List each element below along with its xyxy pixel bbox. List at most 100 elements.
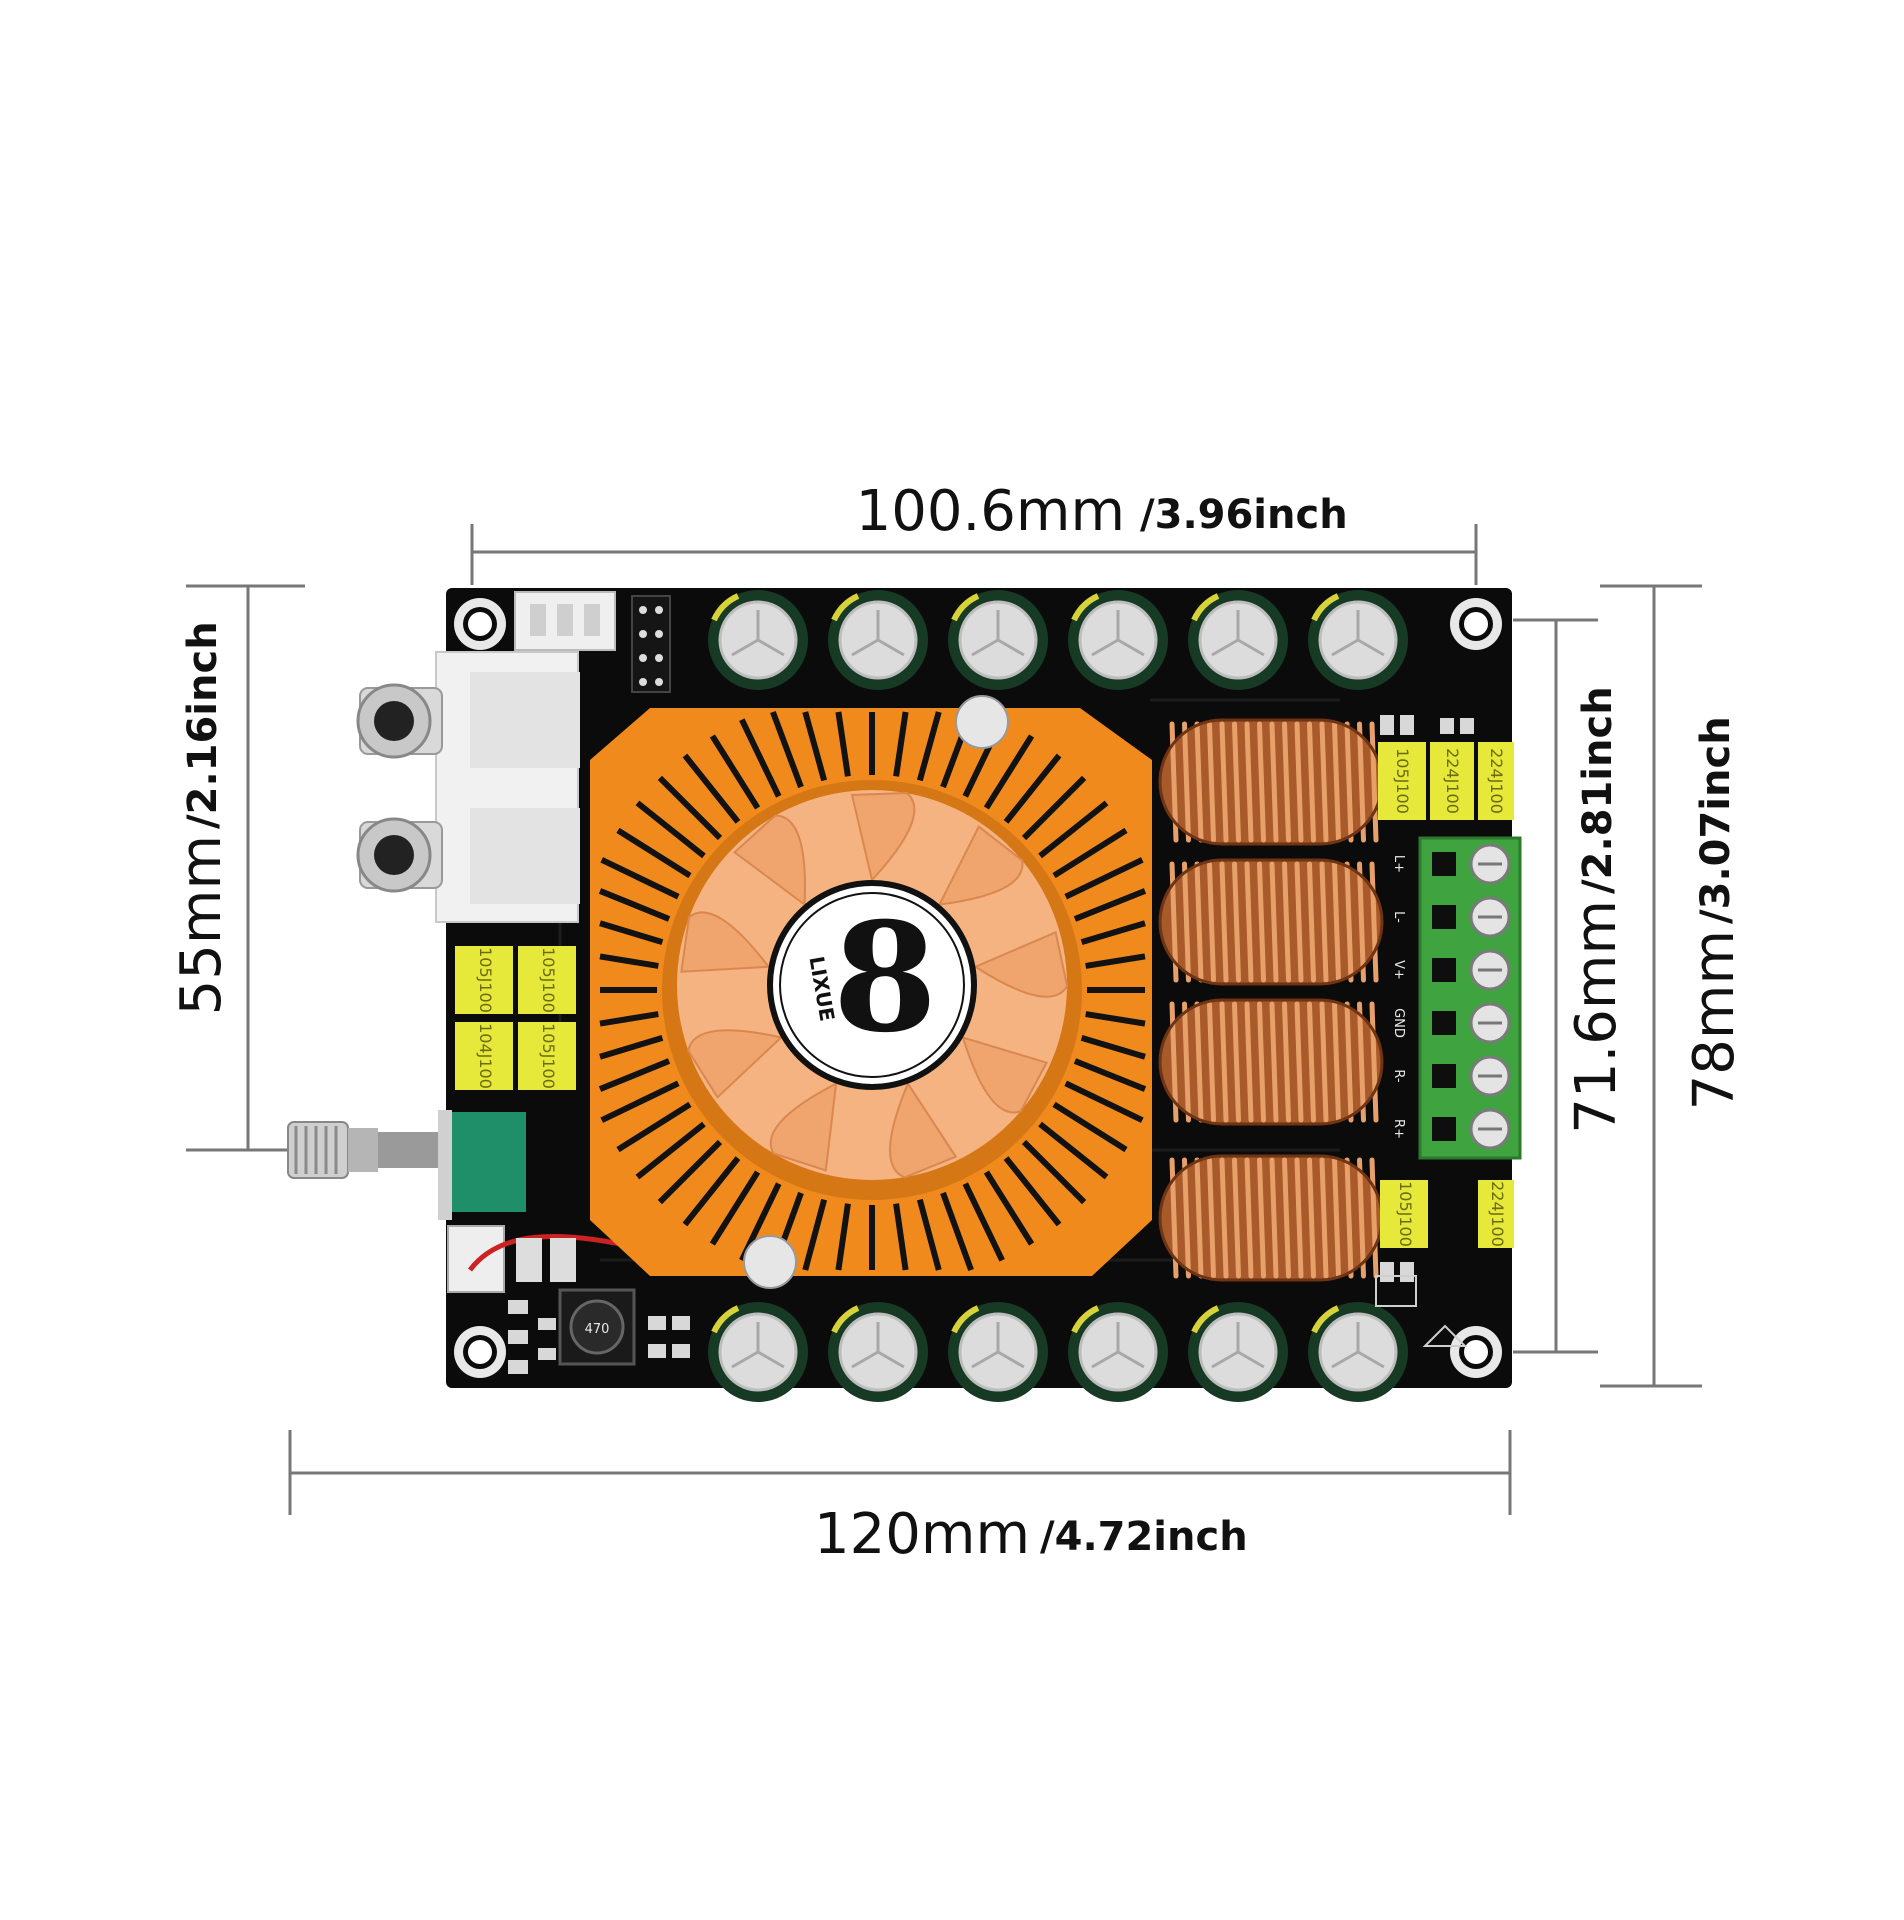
svg-text:224J100: 224J100 — [1443, 748, 1462, 814]
dim-right-outer-height: 78mm /3.07inch — [1682, 716, 1747, 1110]
mounting-hole-br — [1450, 1326, 1502, 1378]
terminal-wire-slot — [1432, 1011, 1456, 1035]
dim-top-width-value: 100.6mm — [856, 479, 1125, 544]
dim-right-outer-height-alt: /3.07inch — [1693, 716, 1739, 924]
heatsink-fin-gap — [983, 1170, 1035, 1246]
film-cap-r3: 224J100 — [1478, 742, 1514, 820]
dim-left-height-value: 55mm — [169, 835, 234, 1015]
dim-left-height-alt: /2.16inch — [180, 621, 226, 829]
svg-text:105J100: 105J100 — [476, 947, 495, 1013]
fan-blade — [937, 825, 1024, 906]
volume-potentiometer — [287, 1110, 526, 1220]
electrolytic-capacitors-bottom — [708, 1302, 1408, 1402]
white-header-connector — [514, 591, 616, 651]
electrolytic-capacitor — [828, 590, 928, 690]
dim-top-width-alt: /3.96inch — [1140, 492, 1348, 538]
film-cap-l2: 105J100 — [518, 946, 576, 1014]
terminal-wire-slot — [1432, 905, 1456, 929]
electrolytic-capacitor — [1068, 1302, 1168, 1402]
terminal-wire-slot — [1432, 1117, 1456, 1141]
electrolytic-capacitors-top — [708, 590, 1408, 690]
terminal-label: L+ — [1391, 855, 1406, 873]
film-cap-l4: 105J100 — [518, 1022, 576, 1090]
fan-blade — [961, 1035, 1048, 1114]
dim-top-width: 100.6mm /3.96inch — [856, 479, 1348, 544]
film-cap-r5: 224J100 — [1478, 1180, 1514, 1248]
heatsink-fin-gap — [657, 775, 723, 841]
heatsink-fin-gap — [1073, 888, 1147, 922]
electrolytic-capacitor — [708, 1302, 808, 1402]
heatsink-fin-gap — [598, 1058, 671, 1092]
svg-text:104J100: 104J100 — [476, 1023, 495, 1089]
heatsink-fin-gap — [770, 710, 804, 789]
film-cap-l1: 105J100 — [455, 946, 513, 1014]
heatsink-fin-gap — [616, 827, 692, 879]
heatsink-fin-gap — [635, 1121, 706, 1180]
heatsink-fin-gap — [635, 800, 706, 859]
svg-text:470: 470 — [585, 1322, 610, 1337]
heatsink-fin-gap — [1080, 1034, 1146, 1060]
heatsink-fin-gap — [916, 1198, 942, 1271]
toroid-inductors — [1158, 718, 1384, 1282]
terminal-label: R- — [1391, 1069, 1406, 1083]
rca-jack-bottom — [356, 817, 443, 893]
heatsink-fin-gap — [893, 1203, 909, 1271]
terminal-screws — [1432, 843, 1511, 1150]
heatsink-fin-gap — [962, 1182, 1005, 1262]
left-film-capacitors: 105J100 105J100 104J100 105J100 — [455, 946, 576, 1090]
toroid-inductor — [1158, 858, 1384, 986]
heatsink-fin-gap — [682, 1156, 741, 1227]
heatsink-fin-gap — [657, 1139, 723, 1205]
terminal-wire-slot — [1432, 852, 1456, 876]
svg-text:105J100: 105J100 — [1393, 748, 1412, 814]
dim-right-inner-height-alt: /2.81inch — [1575, 686, 1621, 894]
right-film-capacitors: 105J100 224J100 224J100 105J100 224J100 — [1378, 742, 1514, 1248]
rca-input-jacks — [356, 651, 580, 923]
svg-text:224J100: 224J100 — [1487, 748, 1506, 814]
svg-text:105J100: 105J100 — [539, 947, 558, 1013]
heatsink-fin-gap — [598, 888, 671, 922]
film-cap-r1: 105J100 — [1378, 742, 1426, 820]
heatsink-fin-gap — [940, 1191, 974, 1272]
heatsink-fin-gap — [1085, 953, 1146, 969]
fan-blade — [769, 1081, 838, 1172]
film-cap-r2: 224J100 — [1430, 742, 1474, 820]
heatsink-fin-gap — [1038, 800, 1109, 859]
logo-symbol: 8 — [833, 890, 937, 1066]
heatsink-fin-gap — [835, 711, 851, 777]
heatsink-fin-gap — [599, 1034, 664, 1060]
power-inductor: 470 — [558, 1288, 636, 1366]
electrolytic-capacitor — [1068, 590, 1168, 690]
heatsink-fin-gap — [682, 753, 741, 824]
heatsink-fin-gap — [1003, 753, 1062, 824]
heatsink-fin-gap — [1003, 1156, 1062, 1227]
heatsink-fin-gap — [802, 711, 828, 782]
heatsink-fin-gap — [802, 1198, 828, 1271]
heatsink-fin-gap — [599, 953, 659, 969]
dim-bottom-width-alt: /4.72inch — [1040, 1514, 1248, 1560]
heatsink-fin-gap — [983, 734, 1035, 810]
heatsink-fins — [598, 710, 1147, 1272]
heatsink-fin-gap — [600, 857, 680, 900]
heatsink-fin-gap — [709, 734, 761, 810]
electrolytic-capacitor — [948, 1302, 1048, 1402]
toroid-inductor — [1158, 718, 1384, 846]
terminal-wire-slot — [1432, 1064, 1456, 1088]
heatsink-fin-gap — [599, 1011, 659, 1027]
heatsink-fin-gap — [600, 1080, 680, 1123]
terminal-label: V+ — [1391, 960, 1406, 980]
fan-blades — [680, 791, 1069, 1179]
heatsink-fin-gap — [1080, 920, 1146, 946]
dimension-lines — [186, 524, 1702, 1515]
heatsink-fin-gap — [1052, 1101, 1128, 1153]
rca-jack-top — [356, 683, 443, 759]
heatsink-fin-gap — [1021, 775, 1087, 841]
svg-text:224J100: 224J100 — [1488, 1181, 1507, 1247]
svg-text:105J100: 105J100 — [539, 1023, 558, 1089]
dim-bottom-width-value: 120mm — [814, 1502, 1030, 1567]
silk-marks — [1375, 1275, 1468, 1347]
fan-blade — [680, 911, 771, 973]
heatsink-fin-gap — [1085, 1011, 1146, 1027]
